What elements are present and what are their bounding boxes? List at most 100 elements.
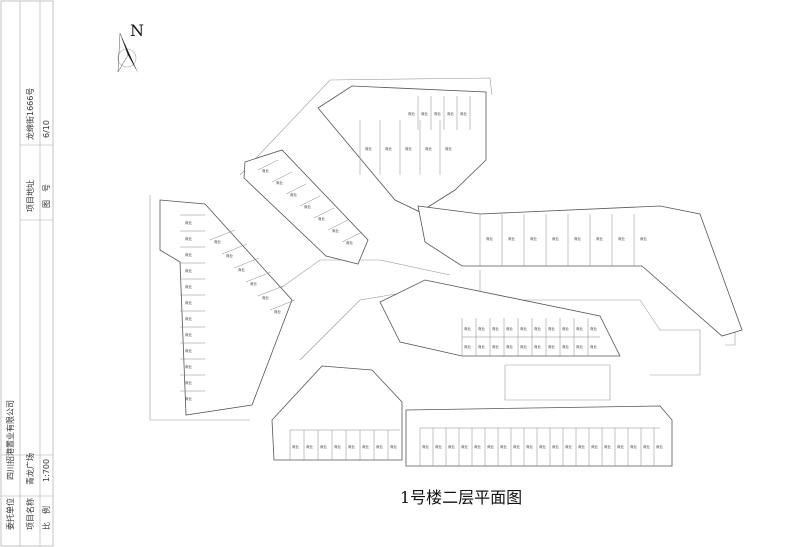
unit-label: 商业 (591, 444, 599, 449)
unit-label: 商业 (292, 444, 300, 449)
unit-label: 商业 (185, 364, 192, 369)
unit-label: 商业 (506, 344, 514, 349)
unit-label: 商业 (185, 380, 192, 385)
unit-label: 商业 (526, 444, 534, 449)
unit-label: 商业 (578, 444, 586, 449)
unit-label: 商业 (562, 326, 570, 331)
unit-partition (209, 229, 236, 241)
unit-label: 商业 (348, 444, 356, 449)
unit-label: 商业 (376, 444, 384, 449)
building-block-east (417, 205, 743, 337)
unit-partition (257, 159, 279, 171)
unit-label: 商业 (548, 326, 556, 331)
unit-label: 商业 (346, 240, 354, 245)
unit-partition (257, 285, 284, 297)
address-value: 龙绵街1666号 (25, 88, 35, 140)
unit-label: 商业 (506, 326, 514, 331)
unit-label: 商业 (276, 180, 284, 185)
unit-label: 商业 (552, 236, 560, 241)
unit-label: 商业 (539, 444, 547, 449)
unit-label: 商业 (445, 146, 453, 151)
unit-label: 商业 (385, 146, 393, 151)
unit-label: 商业 (365, 146, 373, 151)
unit-label: 商业 (422, 444, 430, 449)
unit-label: 商业 (185, 348, 192, 353)
unit-label: 商业 (185, 284, 192, 289)
unit-label: 商业 (552, 444, 560, 449)
unit-label: 商业 (656, 444, 664, 449)
unit-label: 商业 (534, 326, 542, 331)
unit-label: 商业 (238, 267, 245, 272)
unit-label: 商业 (362, 444, 370, 449)
unit-partition (221, 243, 248, 255)
unit-label: 商业 (320, 444, 328, 449)
unit-label: 商业 (421, 111, 429, 116)
building-block-southwest (271, 365, 403, 461)
unit-label: 商业 (574, 236, 582, 241)
unit-label: 商业 (520, 326, 528, 331)
unit-label: 商业 (461, 444, 469, 449)
unit-partition (233, 257, 260, 269)
unit-label: 商业 (185, 396, 192, 401)
unit-label: 商业 (548, 344, 556, 349)
drawing-no-label: 图 号 (42, 184, 51, 208)
unit-label: 商业 (630, 444, 638, 449)
unit-label: 商业 (487, 444, 495, 449)
unit-label: 商业 (534, 344, 542, 349)
unit-partition (245, 271, 272, 283)
unit-label: 商业 (617, 444, 625, 449)
unit-label: 商业 (304, 204, 312, 209)
unit-label: 商业 (290, 192, 298, 197)
building-block-center (379, 279, 621, 357)
building-block-west (159, 199, 293, 416)
unit-label: 商业 (486, 236, 494, 241)
address-label: 项目地址 (25, 180, 35, 212)
unit-label: 商业 (478, 326, 486, 331)
unit-label: 商业 (306, 444, 314, 449)
unit-partition (313, 207, 335, 219)
unit-label: 商业 (492, 326, 500, 331)
unit-label: 商业 (590, 344, 598, 349)
unit-label: 商业 (562, 344, 570, 349)
unit-label: 商业 (576, 326, 584, 331)
unit-label: 商业 (596, 236, 604, 241)
north-arrow-icon: N (117, 21, 144, 73)
unit-label: 商业 (643, 444, 651, 449)
building-blocks: 商业商业商业商业商业商业商业商业商业商业商业商业商业商业商业商业商业商业商业商业… (159, 85, 743, 467)
unit-label: 商业 (185, 252, 192, 257)
unit-label: 商业 (447, 111, 455, 116)
scale-value: 1:700 (42, 459, 51, 482)
unit-label: 商业 (435, 444, 443, 449)
unit-label: 商业 (464, 344, 472, 349)
unit-label: 商业 (513, 444, 521, 449)
unit-label: 商业 (464, 326, 472, 331)
unit-label: 商业 (565, 444, 573, 449)
project-name-label: 项目名称 (25, 498, 35, 530)
unit-label: 商业 (520, 344, 528, 349)
unit-label: 商业 (262, 295, 270, 300)
unit-label: 商业 (405, 146, 413, 151)
drawing-title: 1号楼二层平面图 (400, 488, 523, 507)
unit-label: 商业 (390, 444, 398, 449)
unit-label: 商业 (226, 253, 233, 258)
unit-label: 商业 (185, 268, 192, 273)
unit-label: 商业 (460, 111, 468, 116)
unit-label: 商业 (185, 236, 192, 241)
unit-label: 商业 (185, 332, 192, 337)
client-value: 四川招港置业有限公司 (5, 400, 15, 480)
building-block-north (317, 85, 487, 213)
client-label: 委托单位 (5, 498, 15, 530)
scale-label: 比 例 (41, 506, 51, 530)
unit-partition (269, 299, 296, 311)
unit-label: 商业 (492, 344, 500, 349)
unit-label: 商业 (500, 444, 508, 449)
unit-partition (341, 231, 363, 243)
unit-partition (299, 195, 321, 207)
unit-label: 商业 (448, 444, 456, 449)
unit-label: 商业 (474, 444, 482, 449)
unit-label: 商业 (408, 111, 416, 116)
unit-label: 商业 (604, 444, 612, 449)
title-block: 委托单位 四川招港置业有限公司 项目名称 青龙广场 项目地址 龙绵街1666号 … (0, 0, 54, 547)
unit-label: 商业 (332, 228, 340, 233)
